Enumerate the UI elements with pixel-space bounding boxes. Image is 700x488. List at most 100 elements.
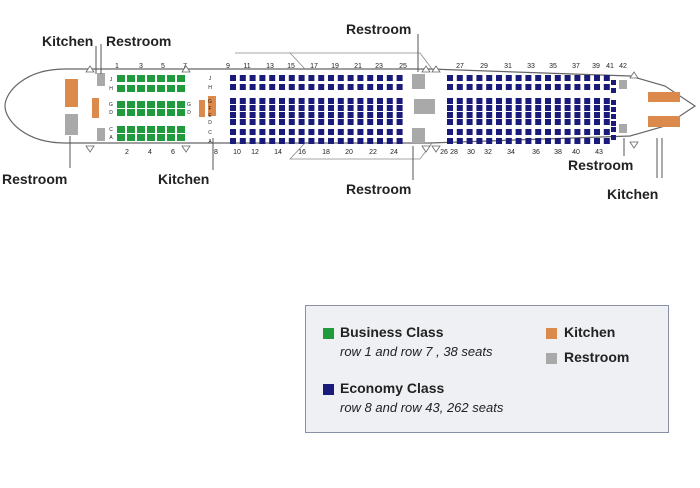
- economy-seat: [584, 112, 591, 118]
- business-seat: [147, 101, 155, 108]
- economy-seat: [486, 105, 493, 111]
- business-seat: [167, 75, 175, 82]
- economy-seat: [386, 119, 393, 125]
- facilities: [65, 73, 680, 143]
- kitchen-front-left: [92, 98, 99, 118]
- economy-seat: [367, 138, 374, 144]
- economy-seat: [515, 112, 522, 118]
- row-number-economy-bottom: 32: [484, 149, 492, 156]
- seat-letter-business: G: [109, 102, 113, 108]
- economy-seat: [328, 112, 334, 118]
- economy-seat: [574, 112, 581, 118]
- economy-seat: [239, 119, 246, 125]
- economy-seat: [318, 75, 325, 81]
- economy-seat: [269, 129, 276, 135]
- legend-kitchen-swatch: [546, 328, 557, 339]
- row-number-economy-bottom: 40: [572, 149, 580, 156]
- kitchen-nose: [65, 79, 78, 107]
- business-seat: [167, 109, 175, 116]
- callout-kitchen-front-bottom: Kitchen: [158, 171, 210, 187]
- row-number-economy-top: 42: [619, 63, 627, 70]
- economy-seat: [505, 112, 512, 118]
- economy-seat: [505, 98, 512, 104]
- economy-seat: [603, 119, 610, 125]
- business-seat: [157, 85, 165, 92]
- economy-seat: [456, 75, 463, 81]
- seat-letter-business: A: [109, 135, 113, 141]
- economy-seat: [535, 119, 542, 125]
- seat-letter-business: D: [109, 110, 113, 116]
- economy-seat: [269, 75, 276, 81]
- economy-seat: [535, 98, 542, 104]
- economy-seat: [574, 138, 581, 144]
- economy-seat: [230, 112, 236, 118]
- economy-seat: [337, 105, 344, 111]
- seat-letter-business: H: [109, 86, 113, 92]
- row-number-business-bottom: 4: [148, 149, 152, 156]
- economy-seat: [554, 75, 561, 81]
- economy-seat: [298, 98, 305, 104]
- exit-marker-7: [421, 145, 431, 153]
- economy-seat: [269, 84, 276, 90]
- economy-seat: [496, 75, 502, 81]
- economy-seat: [564, 138, 571, 144]
- economy-seat: [603, 112, 610, 118]
- economy-seat: [269, 112, 276, 118]
- economy-seat: [611, 100, 616, 105]
- economy-seat: [230, 138, 236, 144]
- economy-seat: [447, 129, 453, 135]
- economy-seat: [594, 119, 600, 125]
- economy-seat: [554, 98, 561, 104]
- economy-seat: [318, 129, 325, 135]
- economy-seat: [574, 98, 581, 104]
- economy-seat: [574, 105, 581, 111]
- economy-seat: [347, 129, 354, 135]
- row-number-economy-top: 33: [527, 63, 535, 70]
- economy-seat: [554, 105, 561, 111]
- economy-seat: [574, 84, 581, 90]
- row-number-economy-bottom: 14: [274, 149, 282, 156]
- economy-seat: [386, 98, 393, 104]
- economy-seat: [259, 105, 266, 111]
- seats: [117, 75, 616, 144]
- economy-seat: [347, 75, 354, 81]
- legend: Business Class row 1 and row 7 , 38 seat…: [305, 305, 669, 433]
- economy-seat: [505, 119, 512, 125]
- business-seat: [137, 75, 145, 82]
- economy-seat: [396, 129, 403, 135]
- exit-marker-2: [421, 65, 431, 73]
- business-seat: [157, 134, 165, 141]
- economy-seat: [574, 119, 581, 125]
- economy-seat: [377, 138, 383, 144]
- row-number-economy-top: 31: [504, 63, 512, 70]
- economy-seat: [486, 129, 493, 135]
- economy-seat: [564, 84, 571, 90]
- legend-business-swatch: [323, 328, 334, 339]
- economy-seat: [505, 138, 512, 144]
- economy-seat: [298, 112, 305, 118]
- economy-seat: [239, 84, 246, 90]
- economy-seat: [279, 119, 285, 125]
- economy-seat: [259, 112, 266, 118]
- economy-seat: [249, 138, 256, 144]
- economy-seat: [515, 138, 522, 144]
- row-number-business-top: 5: [161, 63, 165, 70]
- business-seat: [147, 126, 155, 133]
- economy-seat: [476, 75, 483, 81]
- economy-seat: [328, 84, 334, 90]
- economy-seat: [239, 105, 246, 111]
- economy-seat: [230, 75, 236, 81]
- business-seat: [137, 134, 145, 141]
- economy-seat: [466, 105, 473, 111]
- economy-seat: [486, 119, 493, 125]
- economy-seat: [515, 84, 522, 90]
- economy-seat: [318, 98, 325, 104]
- row-number-business-bottom: 2: [125, 149, 129, 156]
- economy-seat: [611, 88, 616, 93]
- economy-seat: [545, 84, 551, 90]
- row-number-business-bottom: 6: [171, 149, 175, 156]
- economy-seat: [535, 105, 542, 111]
- economy-seat: [328, 98, 334, 104]
- business-seat: [137, 109, 145, 116]
- economy-seat: [447, 84, 453, 90]
